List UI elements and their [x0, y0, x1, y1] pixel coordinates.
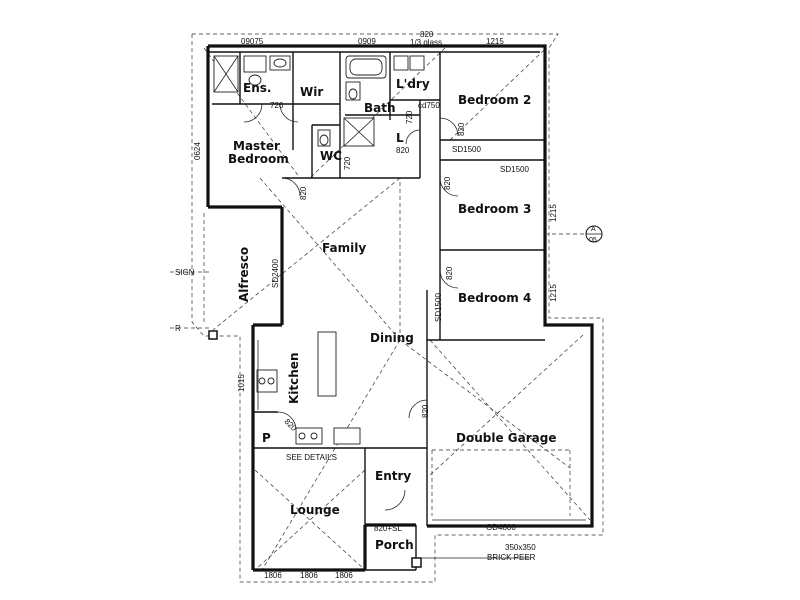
garage-door [431, 449, 586, 521]
roof-eave-outline [170, 33, 604, 583]
dim-sd1500-b: SD1500 [500, 165, 529, 174]
room-label-laundry: L'dry [396, 77, 430, 91]
dim-sd1500-a: SD1500 [452, 145, 481, 154]
room-label-entry: Entry [375, 469, 411, 483]
room-label-bedroom-3: Bedroom 3 [458, 202, 531, 216]
dim-right-1215-a: 1215 [549, 204, 558, 222]
annotation-r-marker: R [175, 324, 181, 333]
annotation-brick-peer: BRICK PEER [487, 553, 536, 562]
room-label-alfresco: Alfresco [237, 247, 251, 302]
dim-bedroom4-sd1500: SD1500 [434, 293, 443, 322]
section-number: 05 [589, 237, 597, 244]
bathroom-fixtures [213, 55, 425, 147]
external-walls [206, 44, 594, 572]
dim-top-09075: 09075 [241, 37, 264, 46]
room-label-family: Family [322, 241, 366, 255]
dim-top-1215: 1215 [486, 37, 504, 46]
dim-top-glass: 1/3 glass [410, 38, 442, 47]
dim-top-820: 820 [420, 30, 434, 39]
dim-master-820: 820 [299, 186, 308, 200]
room-label-lounge: Lounge [290, 503, 340, 517]
dim-left-0624: 0624 [193, 142, 202, 160]
room-label-bedroom-4: Bedroom 4 [458, 291, 531, 305]
room-label-double-garage: Double Garage [456, 431, 556, 445]
dim-alfresco-sd2400: SD2400 [271, 259, 280, 288]
dim-right-1215-b: 1215 [549, 284, 558, 302]
annotation-peer-size: 350x350 [505, 543, 536, 552]
dim-bedroom4-820: 820 [445, 266, 454, 280]
dim-bottom-1806-a: 1806 [264, 571, 282, 580]
door-swings [243, 103, 459, 511]
dim-porch-820sl: 820+SL [374, 524, 402, 533]
room-label-master-line-2: Bedroom [228, 152, 289, 166]
internal-walls [208, 51, 545, 526]
room-label-bath: Bath [364, 101, 396, 115]
section-letter: A [591, 226, 596, 233]
dim-ensuite-720: 720 [270, 101, 284, 110]
dim-garage-820: 820 [421, 404, 430, 418]
room-label-linen: L [396, 131, 404, 145]
annotation-sign: SIGN [175, 268, 195, 277]
dim-kitchen-1015: 1015 [237, 374, 246, 392]
room-label-master-line-1: Master [233, 139, 280, 153]
alfresco-post [208, 330, 218, 340]
annotation-see-details: SEE DETAILS [286, 453, 337, 462]
dim-laundry-720: 720 [405, 110, 414, 124]
dim-wc-720: 720 [343, 156, 352, 170]
dim-gd4800: GD4800 [486, 523, 516, 532]
room-label-ensuite: Ens. [243, 81, 271, 95]
room-label-wc: WC [320, 149, 342, 163]
room-label-kitchen: Kitchen [287, 353, 301, 405]
room-label-bedroom-2: Bedroom 2 [458, 93, 531, 107]
dim-bedroom3-820: 820 [443, 176, 452, 190]
brick-peer [411, 557, 422, 568]
dim-linen-820: 820 [396, 146, 410, 155]
dim-bottom-1806-c: 1806 [335, 571, 353, 580]
dim-top-0909: 0909 [358, 37, 376, 46]
room-label-pantry: P [262, 431, 271, 445]
room-label-wir: Wir [300, 85, 323, 99]
room-label-dining: Dining [370, 331, 414, 345]
kitchen-fixtures [256, 331, 361, 445]
section-marker: A 05 [545, 225, 603, 244]
dim-bottom-1806-b: 1806 [300, 571, 318, 580]
dim-cd750: cd750 [418, 101, 440, 110]
dim-bedroom2-820: 820 [457, 122, 466, 136]
room-label-porch: Porch [375, 538, 414, 552]
